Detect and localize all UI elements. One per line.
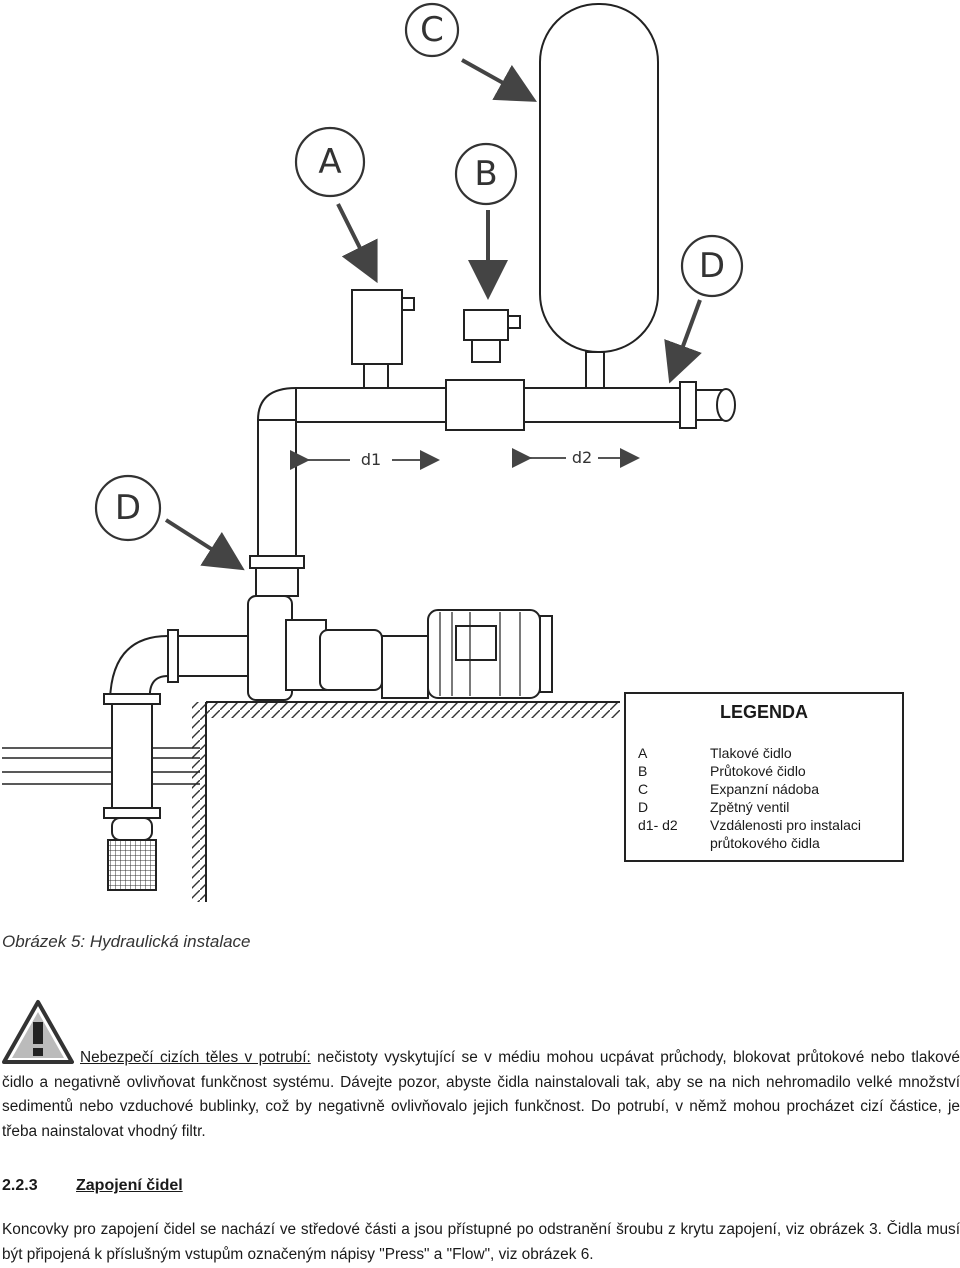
callout-circle-d-left [94, 474, 162, 542]
callout-arrow-c [461, 58, 537, 102]
legend-value: Zpětný ventil [710, 799, 790, 815]
warning-text: nečistoty vyskytující se v médiu mohou u… [2, 1049, 960, 1140]
legend-row: C Expanzní nádoba [638, 780, 900, 798]
distance-label-d1: d1 [361, 450, 381, 469]
legend-key: A [638, 745, 648, 761]
callout-label-d-right: D [699, 246, 725, 286]
callout-arrow-d-left [164, 518, 245, 571]
callout-label-b: B [474, 154, 497, 194]
legend-rows: A Tlakové čidlo B Průtokové čidlo C Expa… [638, 744, 900, 852]
legend-row: d1- d2 Vzdálenosti pro instalaci průtoko… [638, 816, 900, 852]
legend-key: C [638, 781, 649, 797]
pump [247, 595, 429, 701]
callout-label-c: C [420, 10, 444, 50]
legend-key: d1- d2 [638, 817, 678, 833]
callout-circle-b [454, 142, 518, 206]
distance-label-d2: d2 [572, 448, 592, 467]
callout-circle-d-right [680, 234, 744, 298]
vertical-pipe [257, 387, 297, 561]
callout-arrow-d-right [664, 299, 702, 384]
legend-key: D [638, 799, 649, 815]
legend-key: B [638, 763, 648, 779]
callout-label-a: A [318, 142, 341, 182]
legend-value: Tlakové čidlo [710, 745, 792, 761]
section-number: 2.2.3 [2, 1177, 38, 1194]
callout-label-d-left: D [115, 488, 141, 528]
flow-sensor [445, 309, 525, 431]
warning-icon [2, 1000, 74, 1064]
check-valve-vertical [249, 555, 305, 597]
figure-caption: Obrázek 5: Hydraulická instalace [2, 932, 251, 951]
expansion-vessel [539, 3, 659, 389]
legend-row: D Zpětný ventil [638, 798, 900, 816]
callout-arrow-a [336, 203, 378, 284]
callout-circle-c [404, 2, 460, 58]
section-paragraph: Koncovky pro zapojení čidel se nachází v… [2, 1221, 960, 1263]
section-title: Zapojení čidel [76, 1177, 183, 1194]
motor [427, 609, 553, 699]
callout-circle-a [294, 126, 366, 198]
legend-row: A Tlakové čidlo [638, 744, 900, 762]
suction-pipe [103, 629, 249, 891]
warning-paragraph: Nebezpečí cizích těles v potrubí: nečist… [2, 1046, 960, 1144]
legend-value: Průtokové čidlo [710, 763, 806, 779]
ground-platform [192, 701, 620, 902]
section-heading: 2.2.3 Zapojení čidel [2, 1177, 183, 1195]
legend-title: LEGENDA [719, 702, 808, 722]
legend-box: LEGENDA A Tlakové čidlo B Průtokové čidl… [624, 692, 904, 862]
pressure-sensor [351, 289, 415, 389]
warning-title: Nebezpečí cizích těles v potrubí: [80, 1049, 311, 1066]
water-surface [2, 747, 200, 785]
legend-row: B Průtokové čidlo [638, 762, 900, 780]
legend-value: Vzdálenosti pro instalaci průtokového či… [710, 817, 861, 851]
hydraulic-installation-diagram: A B C D D d1 d2 [2, 2, 744, 902]
legend-value: Expanzní nádoba [710, 781, 819, 797]
